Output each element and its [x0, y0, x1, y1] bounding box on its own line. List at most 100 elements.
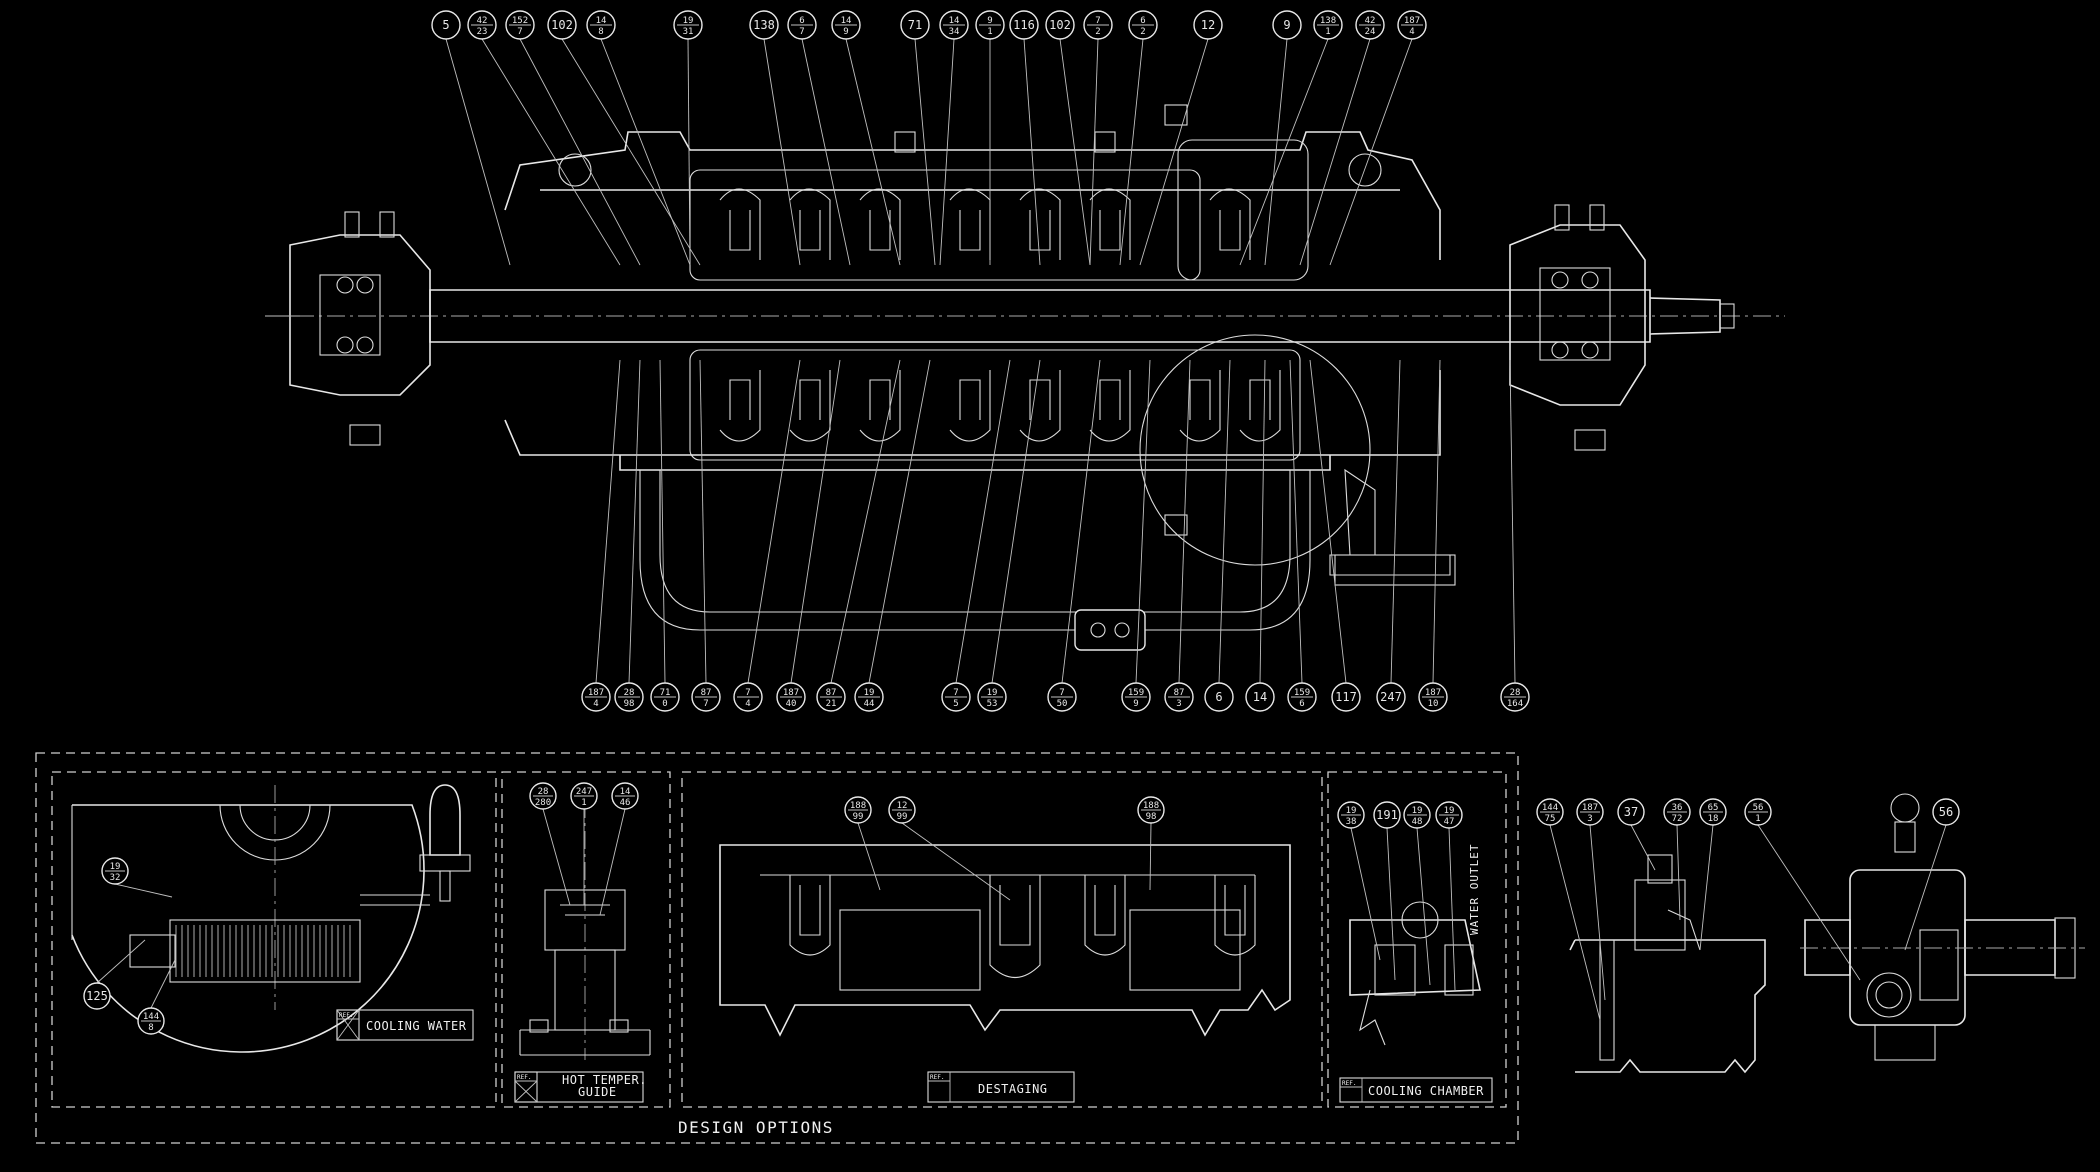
balloon-item-number: 188: [1143, 801, 1159, 811]
balloon-item-number: 19: [1412, 806, 1423, 816]
balloon-item-number: 188: [850, 801, 866, 811]
balloon-quantity: 98: [1146, 812, 1157, 822]
leader-line: [1289, 359, 1303, 684]
cooling-chamber-view: WATER OUTLET REF. COOLING CHAMBER: [1339, 844, 1493, 1103]
balloon-quantity: 4: [745, 699, 750, 709]
leader-line: [790, 359, 841, 684]
bottom-balloon: 117: [1309, 359, 1361, 712]
balloon-circle: [1272, 10, 1302, 40]
diffuser-stages-top: [689, 139, 1309, 281]
balloon-quantity: 32: [110, 873, 121, 883]
top-balloon: 149: [831, 10, 901, 266]
diffuser-stages-bottom: [689, 349, 1301, 461]
main-pump-section: [265, 104, 1785, 651]
hot-temper-ref: REF.: [517, 1074, 531, 1081]
balloon-quantity: 164: [1507, 699, 1523, 709]
balloon-item-number: 117: [1335, 690, 1357, 704]
balloon-item-number: 7: [953, 688, 958, 698]
balloon-quantity: 23: [477, 27, 488, 37]
leader-line: [747, 359, 801, 684]
bottom-balloon: 75: [941, 359, 1011, 712]
balloon-circle: [1204, 682, 1234, 712]
leader-line: [1059, 38, 1091, 266]
balloon-quantity: 40: [786, 699, 797, 709]
top-balloon: 9: [1264, 10, 1302, 266]
leader-line: [1589, 824, 1606, 1001]
leader-line: [519, 38, 641, 266]
balloon-quantity: 47: [1444, 817, 1455, 827]
leader-line: [1549, 824, 1601, 1021]
balloon-circle: [83, 982, 111, 1010]
balloon-quantity: 31: [683, 27, 694, 37]
leader-line: [1061, 359, 1101, 684]
hot-temper-guide-view: REF. HOT TEMPER. GUIDE: [514, 800, 651, 1103]
balloon-quantity: 1: [1325, 27, 1330, 37]
leader-line: [1239, 38, 1329, 266]
top-balloon: 102: [1045, 10, 1091, 266]
balloon-item-number: 71: [660, 688, 671, 698]
leader-line: [600, 38, 691, 266]
balloon-circle: [1932, 798, 1960, 826]
balloon-item-number: 247: [576, 787, 592, 797]
balloon-item-number: 187: [1404, 16, 1420, 26]
balloon-item-number: 102: [551, 18, 573, 32]
balloon-quantity: 53: [987, 699, 998, 709]
top-balloon: 102: [547, 10, 701, 266]
top-balloon: 12: [1139, 10, 1223, 266]
balloon-item-number: 42: [477, 16, 488, 26]
design-options-frame: DESIGN OPTIONS: [35, 752, 1519, 1144]
balloon-quantity: 2: [1140, 27, 1145, 37]
balloon-circle: [1245, 682, 1275, 712]
balloon-item-number: 138: [1320, 16, 1336, 26]
balloon-quantity: 24: [1365, 27, 1376, 37]
balloon-item-number: 19: [1346, 806, 1357, 816]
cooling-chamber-ref: REF.: [1342, 1080, 1356, 1087]
leader-line: [914, 38, 936, 266]
balloon-quantity: 0: [662, 699, 667, 709]
balloon-quantity: 7: [517, 27, 522, 37]
top-balloon: 148: [586, 10, 691, 266]
balloon-quantity: 48: [1412, 817, 1423, 827]
balloon-item-number: 12: [897, 801, 908, 811]
balloon-circle: [1193, 10, 1223, 40]
leader-line: [1119, 38, 1144, 266]
balloon-item-number: 14: [1253, 690, 1267, 704]
balloon-quantity: 4: [593, 699, 598, 709]
leader-line: [845, 38, 901, 266]
leader-line: [1432, 359, 1441, 684]
cooling-water-balloon: 125: [83, 939, 146, 1010]
balloon-item-number: 28: [624, 688, 635, 698]
balloon-circle: [1045, 10, 1075, 40]
balloon-item-number: 7: [1095, 16, 1100, 26]
bottom-balloon: 877: [691, 359, 721, 712]
leader-line: [699, 359, 707, 684]
balloon-item-number: 144: [1542, 803, 1558, 813]
balloon-item-number: 6: [1215, 690, 1222, 704]
balloon-item-number: 19: [683, 16, 694, 26]
balloon-quantity: 98: [624, 699, 635, 709]
leader-line: [1259, 359, 1266, 684]
balloon-item-number: 187: [1425, 688, 1441, 698]
leader-line: [96, 939, 146, 984]
balloon-quantity: 7: [799, 27, 804, 37]
balloon-item-number: 87: [1174, 688, 1185, 698]
balloon-quantity: 8: [598, 27, 603, 37]
leader-line: [595, 359, 621, 684]
balloon-quantity: 280: [535, 798, 551, 808]
